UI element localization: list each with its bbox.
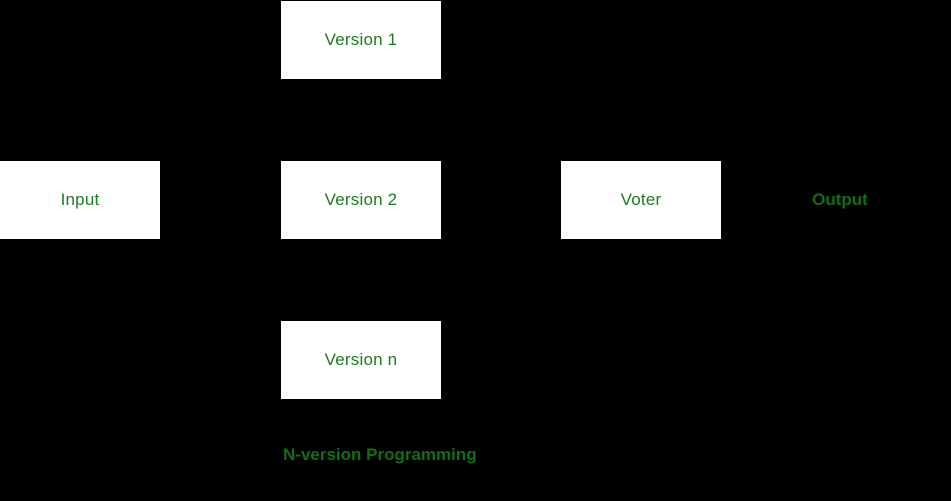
node-version-1-label: Version 1	[324, 30, 398, 49]
node-voter: Voter	[561, 161, 721, 239]
node-version-2: Version 2	[281, 161, 441, 239]
node-input: Input	[0, 161, 160, 239]
diagram-caption: N-version Programming	[283, 445, 477, 464]
output-label: Output	[812, 190, 868, 209]
node-version-1: Version 1	[281, 1, 441, 79]
node-version-n: Version n	[281, 321, 441, 399]
node-voter-label: Voter	[620, 190, 662, 209]
node-input-label: Input	[60, 190, 100, 209]
node-version-2-label: Version 2	[324, 190, 398, 209]
node-version-n-label: Version n	[324, 350, 398, 369]
